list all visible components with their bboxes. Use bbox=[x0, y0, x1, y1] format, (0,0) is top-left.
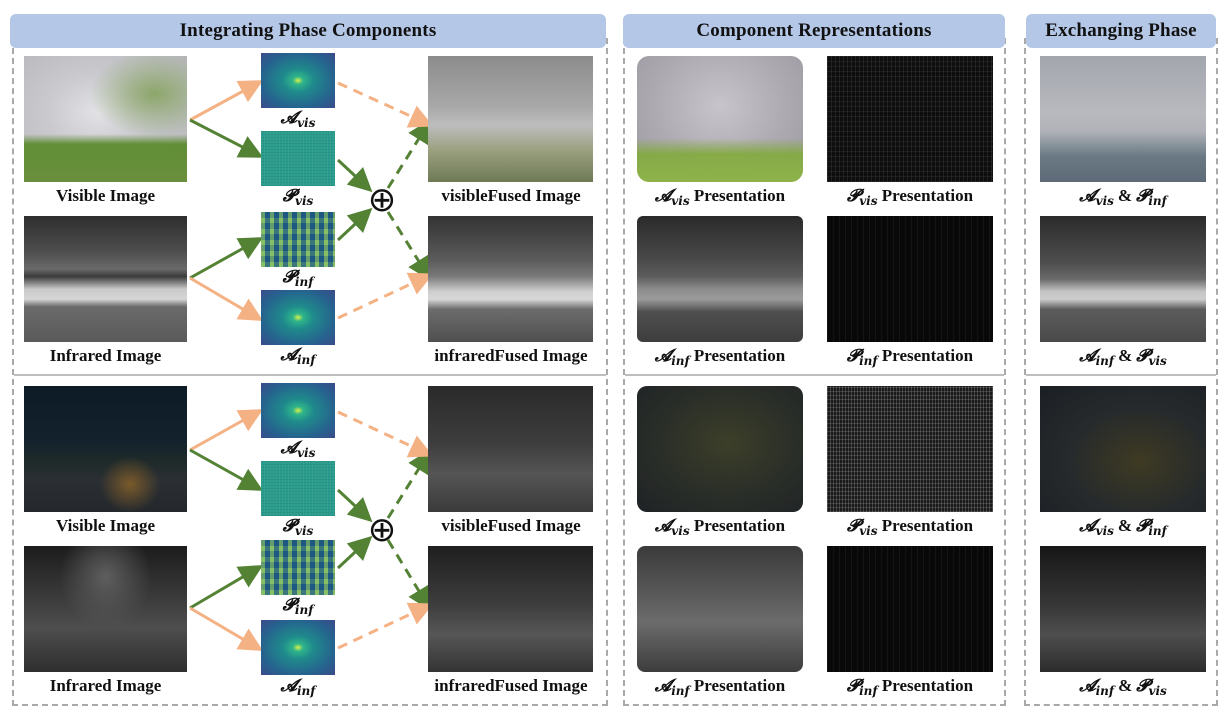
infrared-image-label: Infrared Image bbox=[49, 346, 162, 365]
integrating-separator bbox=[14, 374, 606, 376]
plus-icon: ⊕ bbox=[367, 180, 397, 220]
amplitude-spectrum-inf bbox=[261, 620, 335, 675]
visible-fused-label: visibleFused Image bbox=[441, 516, 581, 535]
visible-image-label: Visible Image bbox=[55, 186, 155, 205]
infrared-fused-image-night bbox=[428, 546, 593, 672]
component-header: Component Representations bbox=[623, 14, 1005, 48]
exchanged-ainf-pvis-label: 𝓐inf&𝓟vis bbox=[1079, 346, 1167, 368]
component-separator bbox=[625, 374, 1004, 376]
phase-inf-presentation-label: 𝓟inf Presentation bbox=[846, 676, 974, 698]
amplitude-spectrum-inf bbox=[261, 290, 335, 345]
amplitude-vis-label: 𝓐vis bbox=[280, 108, 316, 130]
phase-vis-presentation-label: 𝓟vis Presentation bbox=[846, 516, 974, 538]
exchanged-avis-pinf-image bbox=[1040, 56, 1206, 182]
exchanged-avis-pinf-image bbox=[1040, 386, 1206, 512]
amplitude-inf-presentation-label: 𝓐inf Presentation bbox=[654, 676, 786, 698]
amplitude-vis-presentation-image bbox=[637, 56, 803, 182]
exchanged-ainf-pvis-image bbox=[1040, 546, 1206, 672]
phase-vis-label: 𝓟vis bbox=[282, 186, 314, 208]
phase-inf-label: 𝓟inf bbox=[282, 595, 314, 617]
exchanged-avis-pinf-label: 𝓐vis&𝓟inf bbox=[1079, 516, 1167, 538]
infrared-image-day bbox=[24, 216, 187, 342]
exchanged-ainf-pvis-label: 𝓐inf&𝓟vis bbox=[1079, 676, 1167, 698]
visible-fused-image-day bbox=[428, 56, 593, 182]
amplitude-vis-presentation-label: 𝓐vis Presentation bbox=[654, 516, 786, 538]
phase-spectrum-vis bbox=[261, 131, 335, 186]
integrating-header: Integrating Phase Components bbox=[10, 14, 606, 48]
phase-inf-presentation-image bbox=[827, 546, 993, 672]
visible-fused-image-night bbox=[428, 386, 593, 512]
phase-vis-presentation-image bbox=[827, 386, 993, 512]
phase-vis-presentation-label: 𝓟vis Presentation bbox=[846, 186, 974, 208]
plus-icon: ⊕ bbox=[367, 510, 397, 550]
phase-inf-presentation-image bbox=[827, 216, 993, 342]
phase-spectrum-inf bbox=[261, 540, 335, 595]
phase-vis-label: 𝓟vis bbox=[282, 516, 314, 538]
phase-spectrum-inf bbox=[261, 212, 335, 267]
exchanging-header: Exchanging Phase bbox=[1026, 14, 1216, 48]
exchanged-avis-pinf-label: 𝓐vis&𝓟inf bbox=[1079, 186, 1167, 208]
phase-inf-label: 𝓟inf bbox=[282, 267, 314, 289]
amplitude-vis-presentation-image bbox=[637, 386, 803, 512]
amplitude-inf-label: 𝓐inf bbox=[280, 676, 316, 698]
amplitude-inf-presentation-image bbox=[637, 216, 803, 342]
amplitude-vis-presentation-label: 𝓐vis Presentation bbox=[654, 186, 786, 208]
visible-image-night bbox=[24, 386, 187, 512]
amplitude-spectrum-vis bbox=[261, 53, 335, 108]
exchanged-ainf-pvis-image bbox=[1040, 216, 1206, 342]
visible-image-day bbox=[24, 56, 187, 182]
infrared-fused-label: infraredFused Image bbox=[434, 346, 588, 365]
amplitude-inf-label: 𝓐inf bbox=[280, 345, 316, 367]
infrared-fused-label: infraredFused Image bbox=[434, 676, 588, 695]
visible-fused-label: visibleFused Image bbox=[441, 186, 581, 205]
exchanging-separator bbox=[1026, 374, 1216, 376]
amplitude-vis-label: 𝓐vis bbox=[280, 438, 316, 460]
infrared-image-night bbox=[24, 546, 187, 672]
amplitude-inf-presentation-image bbox=[637, 546, 803, 672]
visible-image-label: Visible Image bbox=[55, 516, 155, 535]
amplitude-spectrum-vis bbox=[261, 383, 335, 438]
infrared-image-label: Infrared Image bbox=[49, 676, 162, 695]
amplitude-inf-presentation-label: 𝓐inf Presentation bbox=[654, 346, 786, 368]
phase-inf-presentation-label: 𝓟inf Presentation bbox=[846, 346, 974, 368]
phase-spectrum-vis bbox=[261, 461, 335, 516]
infrared-fused-image-day bbox=[428, 216, 593, 342]
phase-vis-presentation-image bbox=[827, 56, 993, 182]
